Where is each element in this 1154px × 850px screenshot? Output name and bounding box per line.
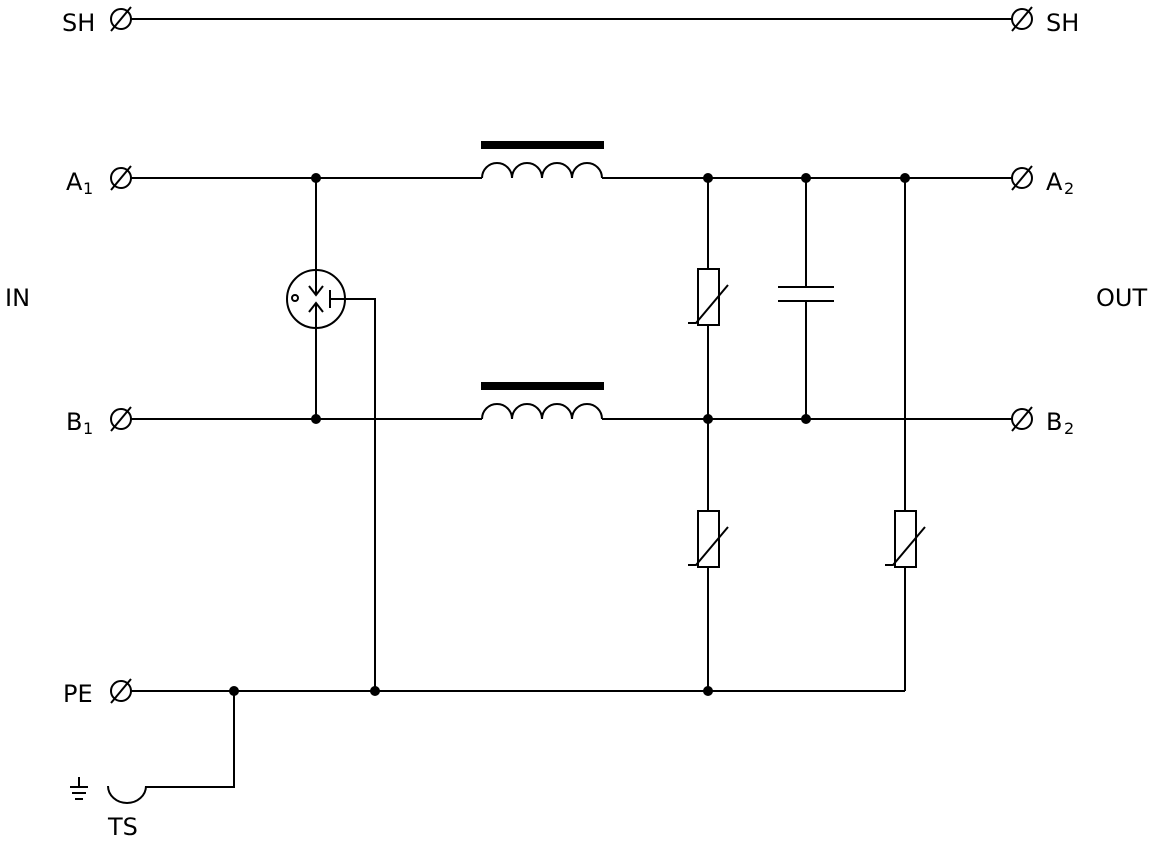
earth-ground-icon [70, 777, 88, 800]
label-b-in: B [66, 408, 82, 436]
terminal-sh-out-icon [1011, 6, 1033, 32]
choke-inductor-b-icon [481, 382, 604, 420]
terminal-pe-icon [110, 678, 132, 704]
ts-connection [107, 691, 235, 804]
label-a-in: A [66, 168, 83, 196]
capacitor-ab-icon [778, 178, 834, 419]
label-a-out: A [1046, 168, 1063, 196]
terminal-a-in-icon [110, 165, 132, 191]
junction-dots [229, 173, 910, 696]
varistor-b-pe-icon [688, 419, 729, 691]
terminal-a-out-icon [1011, 165, 1033, 191]
gas-discharge-tube-icon [286, 178, 376, 691]
label-a-in-subscript: 1 [83, 179, 93, 198]
varistor-a-pe-icon [885, 178, 926, 691]
varistor-ab-icon [688, 178, 729, 419]
label-pe: PE [63, 680, 93, 708]
label-sh-out: SH [1046, 9, 1079, 37]
label-b-out-subscript: 2 [1064, 419, 1074, 438]
label-in: IN [5, 284, 30, 312]
label-out: OUT [1096, 284, 1147, 312]
terminal-b-out-icon [1011, 406, 1033, 432]
label-b-out: B [1046, 408, 1062, 436]
terminal-b-in-icon [110, 406, 132, 432]
terminal-sh-in-icon [110, 6, 132, 32]
label-ts: TS [107, 813, 138, 841]
label-sh-in: SH [62, 9, 95, 37]
choke-inductor-a-icon [481, 141, 604, 179]
label-a-out-subscript: 2 [1064, 179, 1074, 198]
label-b-in-subscript: 1 [83, 419, 93, 438]
